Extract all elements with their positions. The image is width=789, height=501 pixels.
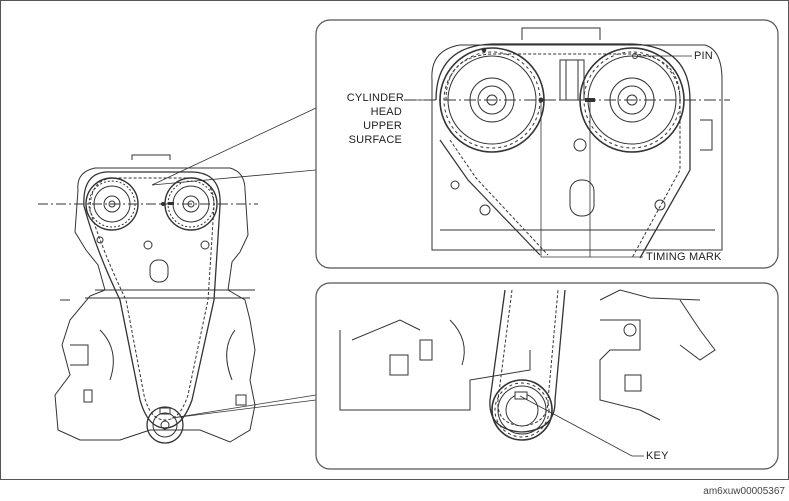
cylinder-head-label-line4: SURFACE: [348, 134, 402, 146]
zoom-leader-lines: [151, 107, 317, 419]
cylinder-head-label-line2: HEAD: [370, 106, 402, 118]
cylinder-head-label-line1: CYLINDER: [346, 92, 404, 104]
key-label: KEY: [646, 450, 669, 462]
top-detail-panel: [315, 19, 779, 269]
pin-label: PIN: [694, 50, 713, 62]
bottom-detail-panel: [315, 282, 779, 470]
engine-timing-diagram: [38, 19, 779, 470]
timing-mark-label: TIMING MARK: [646, 251, 722, 263]
engine-overview: [38, 154, 258, 444]
figure-code: am6xuw00005367: [703, 486, 785, 497]
cylinder-head-label-line3: UPPER: [363, 120, 402, 132]
